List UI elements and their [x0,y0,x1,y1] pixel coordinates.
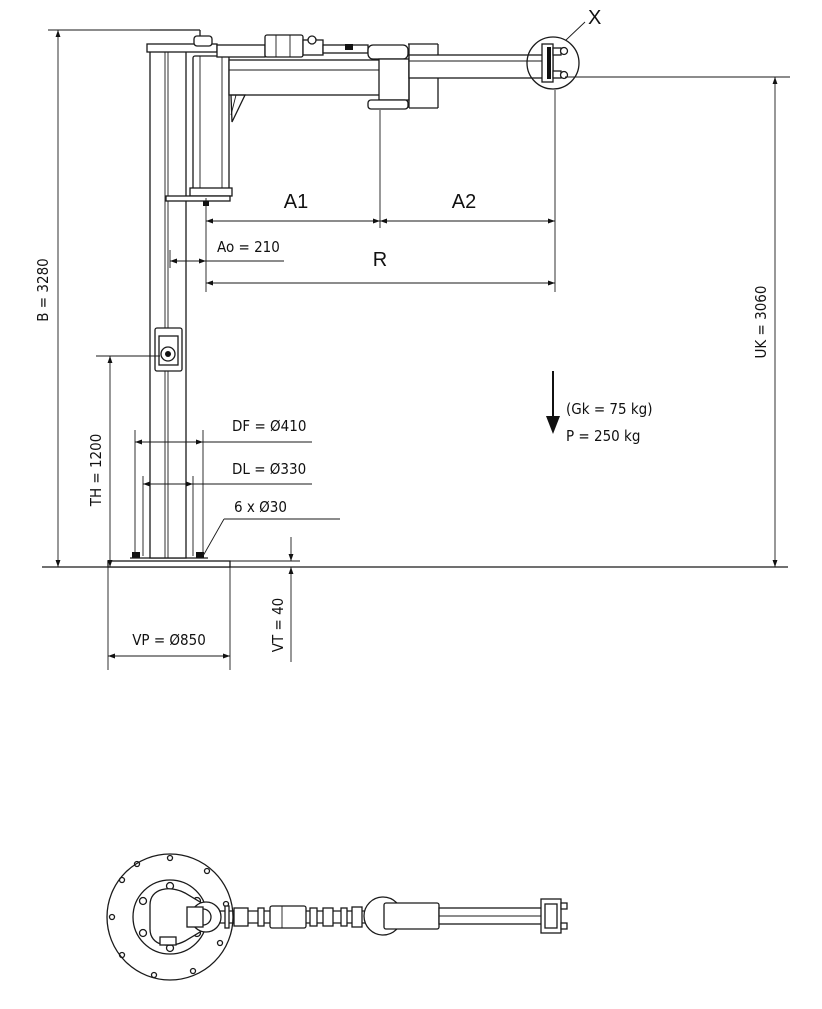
elbow-joint [367,43,439,110]
control-box-top [159,936,177,946]
load-indicator: (Gk = 75 kg) P = 250 kg [546,371,653,445]
inner-arm-top [219,905,372,929]
dim-vp-label: VP = Ø850 [132,631,206,649]
dim-ao-label: Ao = 210 [217,238,280,256]
elbow-top [363,896,440,936]
base-plate [107,560,231,568]
dim-arms: A1 A2 Ao = 210 R [169,90,556,292]
dim-b-label: B = 3280 [34,258,52,321]
dim-vt: VT = 40 [230,537,300,662]
load-arrow-icon [546,416,560,434]
end-effector [541,43,569,83]
end-effector-top [540,898,568,934]
dim-b: B = 3280 [34,29,200,567]
outer-arm [408,54,554,79]
dim-a2-label: A2 [452,191,476,213]
dim-th: TH = 1200 [87,355,160,567]
dim-r-label: R [373,249,387,271]
load-p-label: P = 250 kg [566,427,640,445]
dim-df-label: DF = Ø410 [232,417,306,435]
top-view [106,853,568,981]
dim-flange: DF = Ø410 DL = Ø330 6 x Ø30 [134,417,340,557]
inner-arm [228,59,382,123]
dim-bolts-label: 6 x Ø30 [234,498,287,516]
dim-uk-label: UK = 3060 [752,286,770,359]
arm-actuator [216,34,369,58]
side-view: X B = 3280 UK = 3060 TH = 1200 [34,7,790,670]
outer-arm-top [438,907,544,925]
dim-dl-label: DL = Ø330 [232,460,306,478]
dim-a1-label: A1 [284,191,308,213]
dim-vp: VP = Ø850 [107,567,231,670]
detail-leader [565,21,586,41]
dim-uk: UK = 3060 [565,76,790,567]
control-box [154,327,183,372]
detail-circle-x [526,36,580,90]
column [149,44,187,559]
dim-th-label: TH = 1200 [87,434,105,508]
dim-vt-label: VT = 40 [269,598,287,653]
load-gk-label: (Gk = 75 kg) [566,400,653,418]
detail-label-x: X [588,7,601,29]
